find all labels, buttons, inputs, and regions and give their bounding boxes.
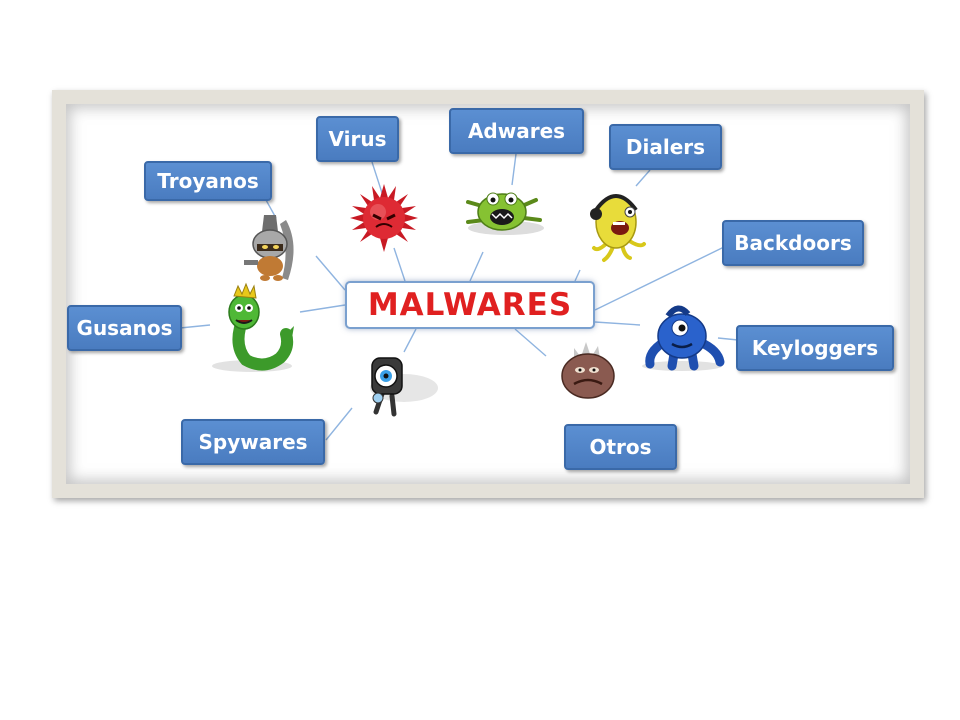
connector-spywares-center [403,328,417,353]
trojan-warrior-icon [244,215,294,281]
connector-backdoors [594,246,725,311]
connector-virus-label [371,161,384,197]
label-virus: Virus [316,116,399,162]
label-backdoors-text: Backdoors [734,231,852,255]
connectors [179,153,739,441]
connector-gusanos-label [179,324,211,329]
connector-dialers-center [574,269,581,282]
label-adwares: Adwares [449,108,584,154]
label-otros: Otros [564,424,677,470]
center-node-malwares: MALWARES [345,281,595,329]
label-virus-text: Virus [328,127,387,151]
label-otros-text: Otros [589,435,652,459]
label-troyanos: Troyanos [144,161,272,201]
label-backdoors: Backdoors [722,220,864,266]
connector-otros-center [514,328,547,357]
label-keyloggers: Keyloggers [736,325,894,371]
connector-virus-center [393,247,406,282]
connector-troyanos-center [315,255,346,291]
label-spywares: Spywares [181,419,325,465]
label-dialers: Dialers [609,124,722,170]
worm-icon [212,282,294,372]
connector-adwares-center [469,251,484,282]
label-troyanos-text: Troyanos [157,169,259,193]
center-node-label: MALWARES [367,287,573,323]
connector-keyloggers-center [594,321,641,326]
backdoor-creature-icon [642,305,725,371]
label-gusanos-text: Gusanos [76,316,173,340]
connector-gusanos-center [299,304,346,313]
dialer-headset-icon [590,194,646,262]
connector-adwares-label [511,153,517,186]
connector-keyloggers-label [717,337,739,341]
label-spywares-text: Spywares [198,430,308,454]
virus-icon [350,184,418,252]
connector-dialers-label [635,169,651,187]
spyware-eye-icon [370,357,438,417]
misc-monster-icon [561,342,615,399]
label-adwares-text: Adwares [467,119,566,143]
label-keyloggers-text: Keyloggers [751,336,879,360]
label-gusanos: Gusanos [67,305,182,351]
label-dialers-text: Dialers [625,135,706,159]
adware-bug-icon [466,192,544,235]
connector-spywares-label [325,407,353,441]
